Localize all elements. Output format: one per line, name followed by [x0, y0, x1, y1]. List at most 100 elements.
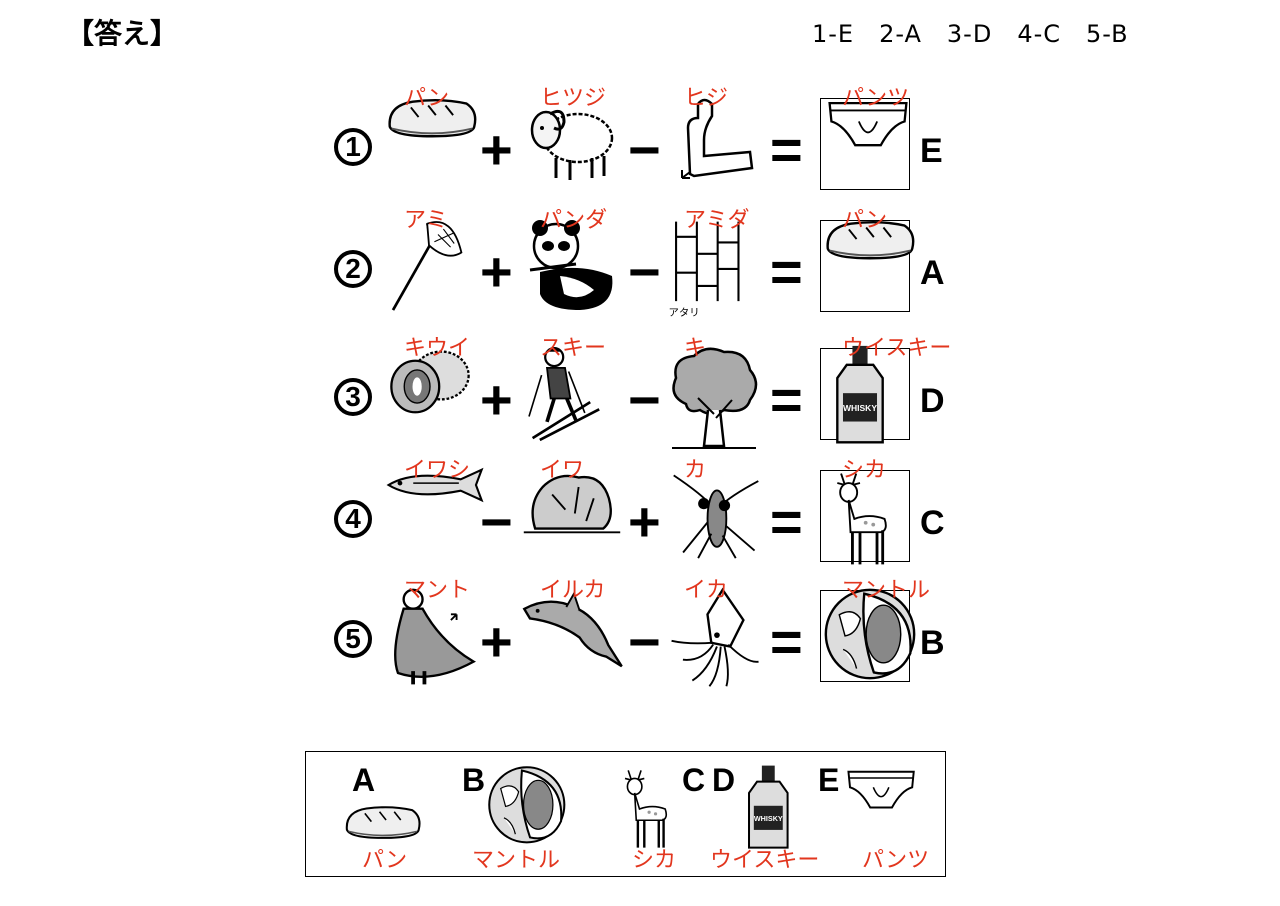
dolphin-icon: [520, 586, 626, 676]
term-label: マントル: [842, 578, 931, 603]
term-label: アミダ: [684, 208, 750, 233]
puzzle-number: 5: [334, 620, 372, 658]
option-letter: E: [818, 762, 840, 798]
answer-frame: [820, 470, 910, 562]
puzzle-number: 2: [334, 250, 372, 288]
option-letter: B: [462, 762, 486, 798]
answer-letter: D: [920, 382, 945, 420]
answer-frame: [820, 220, 910, 312]
panda-icon: [520, 216, 620, 320]
puzzle-number: 3: [334, 378, 372, 416]
kiwi-icon: [384, 344, 476, 422]
option-label: パン: [362, 848, 408, 873]
option-label: シカ: [632, 848, 677, 873]
puzzle-number: 1: [334, 128, 372, 166]
mosquito-icon: [664, 466, 768, 564]
squid-icon: [664, 586, 768, 694]
option-a[interactable]: A パン: [342, 752, 452, 876]
term-label: キ: [684, 336, 707, 361]
sheep-icon: [520, 94, 620, 188]
whisky-bottle-icon: WHISKY: [736, 764, 801, 856]
term-label: シカ: [842, 458, 887, 483]
bread-icon: [822, 216, 918, 268]
minus-sign: −: [628, 118, 661, 181]
option-label: パンツ: [862, 848, 930, 873]
earth-mantle-icon: [486, 764, 568, 849]
whisky-bottle-icon: WHISKY: [822, 344, 898, 452]
underpants-icon: [822, 94, 914, 162]
deer-icon: [612, 764, 677, 856]
minus-sign: −: [628, 610, 661, 673]
tree-icon: [664, 344, 764, 458]
minus-sign: −: [628, 240, 661, 303]
puzzle-row: 3 キウイ スキー + キ− WHISKY ウイスキー = D: [0, 338, 1280, 458]
option-letter: C: [682, 762, 706, 798]
puzzle-row: 2 アミ パンダ + アタリ アミダ− パン = A: [0, 210, 1280, 330]
puzzle-row: 1 パン ヒツジ + ヒジ− パンツ = E: [0, 88, 1280, 208]
term-label: カ: [684, 458, 707, 483]
puzzle-row: 5 マント イルカ + イカ− マントル = B: [0, 580, 1280, 700]
term-label: パンダ: [540, 208, 608, 233]
plus-sign: +: [480, 610, 513, 673]
option-b[interactable]: B マントル: [462, 752, 596, 876]
term-label: イカ: [684, 578, 729, 603]
skier-icon: [520, 344, 610, 448]
option-letter: D: [712, 762, 736, 798]
cape-icon: [384, 586, 480, 694]
option-c[interactable]: C シカ: [612, 752, 722, 876]
whisky-label-text: WHISKY: [754, 814, 783, 823]
plus-sign: +: [480, 368, 513, 431]
term-label: パンツ: [842, 86, 910, 111]
minus-sign: −: [628, 368, 661, 431]
term-label: パン: [842, 208, 888, 233]
elbow-icon: [664, 94, 764, 188]
bread-icon: [384, 94, 480, 146]
earth-mantle-icon: [822, 586, 918, 686]
deer-icon: [822, 466, 898, 574]
amida-ladder-icon: アタリ: [664, 216, 760, 324]
plus-sign: +: [628, 490, 661, 553]
plus-sign: +: [480, 240, 513, 303]
option-label: マントル: [472, 848, 561, 873]
net-icon: [384, 216, 474, 320]
term-label: ウイスキー: [842, 336, 952, 361]
equals-sign: =: [770, 490, 803, 553]
option-label: ウイスキー: [710, 848, 820, 873]
option-d[interactable]: D WHISKY ウイスキー: [710, 752, 846, 876]
answer-letter: E: [920, 132, 943, 170]
equals-sign: =: [770, 610, 803, 673]
svg-text:アタリ: アタリ: [669, 307, 700, 319]
puzzle-row: 4 イワシ イワ − カ + シカ = C: [0, 460, 1280, 580]
term-label: ヒジ: [684, 86, 729, 111]
answer-letter: C: [920, 504, 945, 542]
answer-frame: [820, 98, 910, 190]
rock-icon: [520, 466, 624, 546]
whisky-label-text: WHISKY: [843, 403, 877, 413]
option-letter: A: [352, 762, 376, 798]
answer-key: 1-E 2-A 3-D 4-C 5-B: [812, 20, 1129, 48]
term-label: ヒツジ: [540, 86, 607, 111]
term-label: パン: [404, 86, 450, 111]
term-label: イワシ: [404, 458, 471, 483]
plus-sign: +: [480, 118, 513, 181]
term-label: スキー: [540, 336, 607, 361]
page-title: 【答え】: [66, 17, 179, 50]
option-e[interactable]: E パンツ: [818, 752, 952, 876]
equals-sign: =: [770, 240, 803, 303]
equals-sign: =: [770, 368, 803, 431]
term-label: マント: [404, 578, 471, 603]
puzzle-number: 4: [334, 500, 372, 538]
term-label: イワ: [540, 458, 585, 483]
term-label: アミ: [404, 208, 448, 233]
answer-letter: A: [920, 254, 945, 292]
answer-letter: B: [920, 624, 945, 662]
options-box: A パン B マントル C シカ D WHISKY ウイスキー E パンツ: [305, 751, 946, 877]
equals-sign: =: [770, 118, 803, 181]
term-label: キウイ: [404, 336, 471, 361]
underpants-icon: [842, 764, 920, 822]
sardine-icon: [384, 466, 490, 508]
minus-sign: −: [480, 490, 513, 553]
bread-icon: [342, 802, 424, 846]
term-label: イルカ: [540, 578, 606, 603]
